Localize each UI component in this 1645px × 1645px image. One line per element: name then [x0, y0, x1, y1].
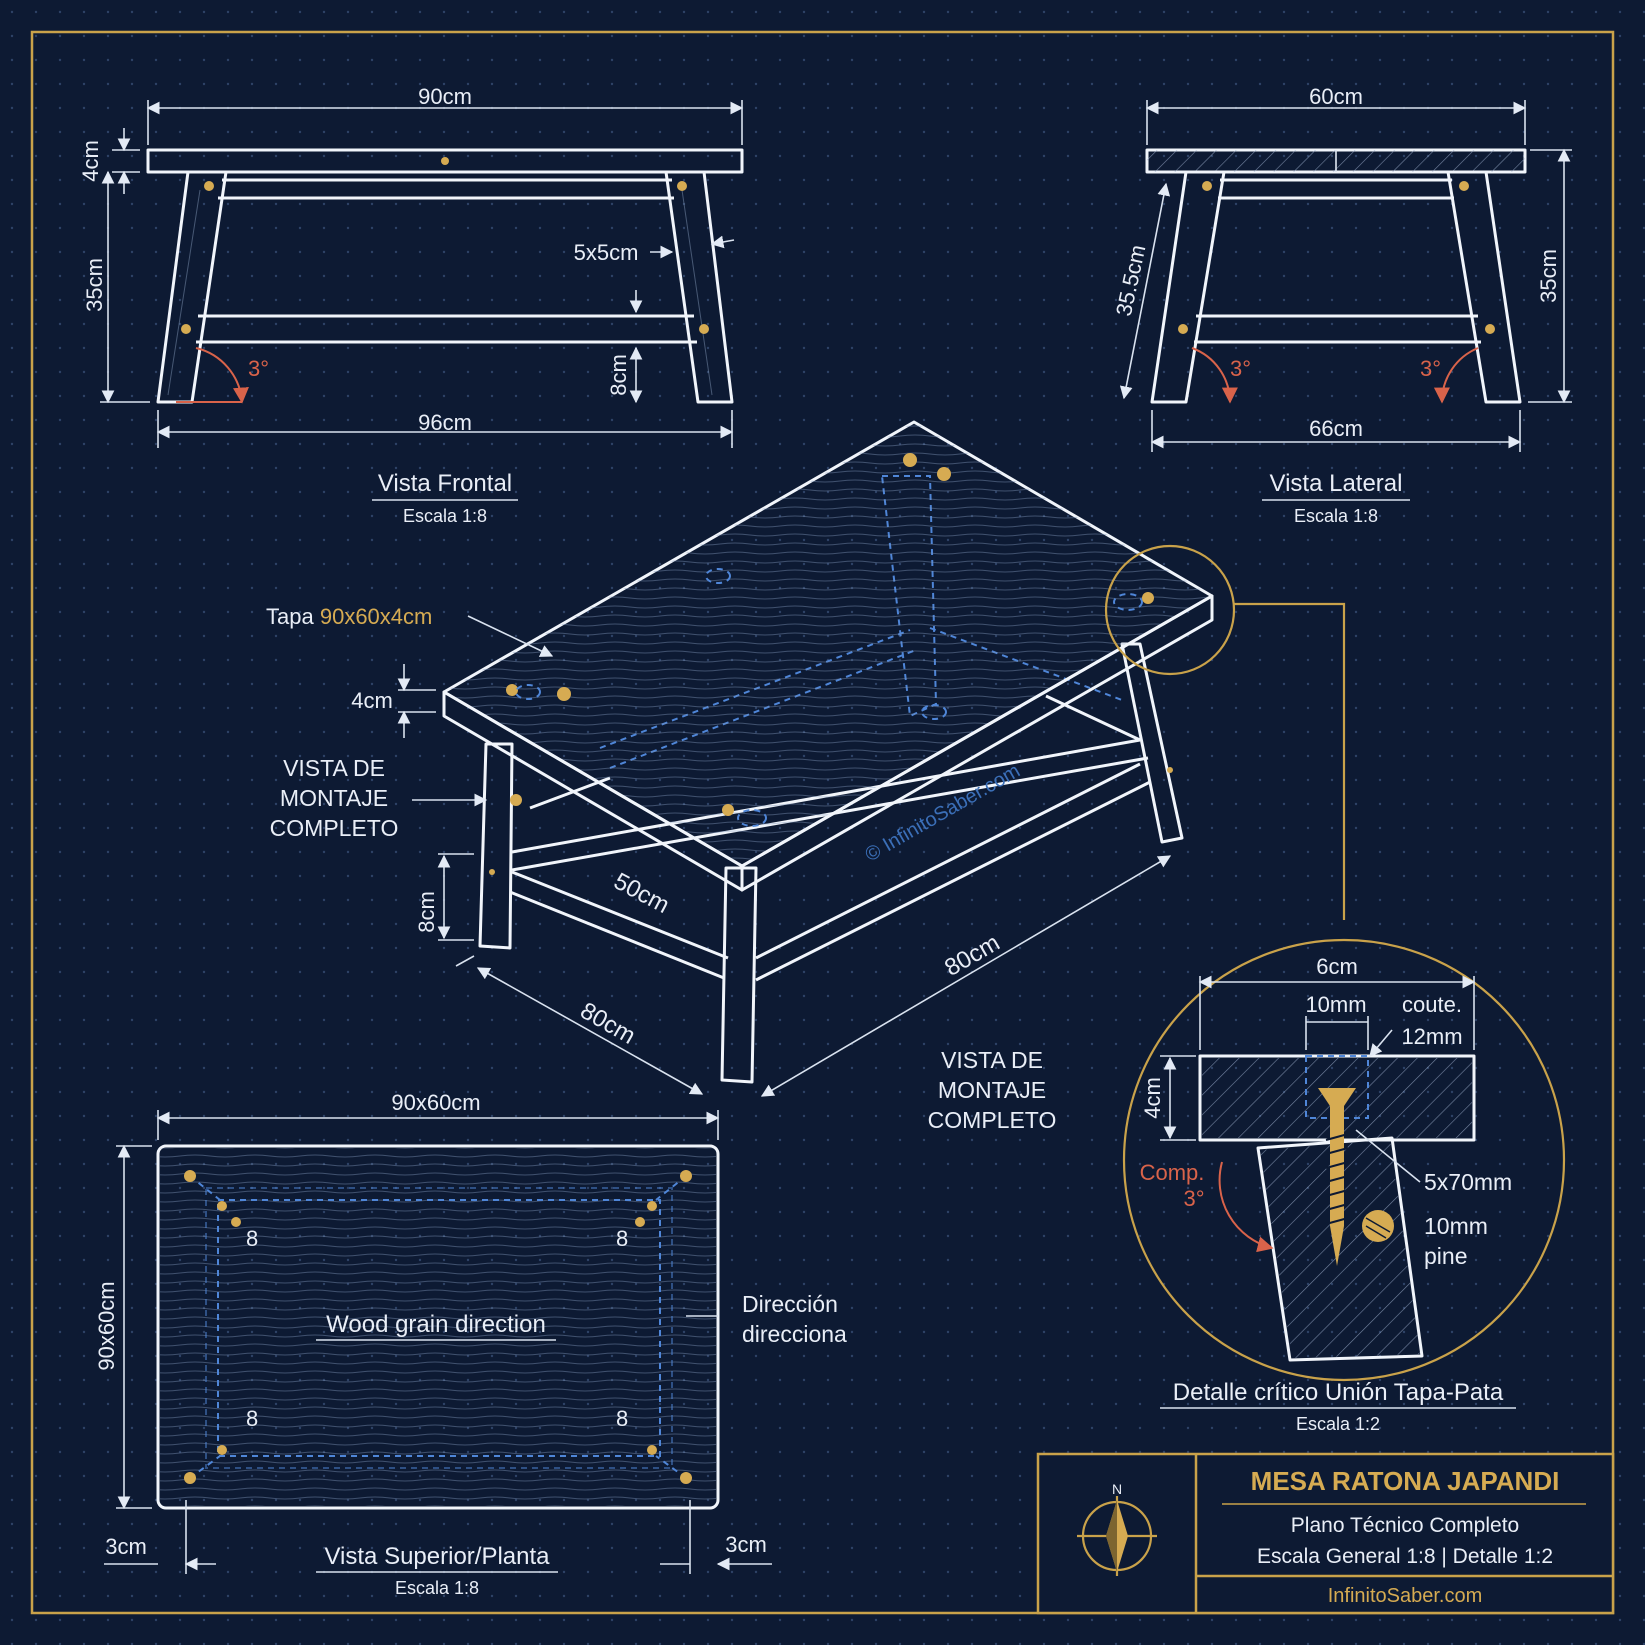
detail-title: Detalle crítico Unión Tapa-Pata [1173, 1379, 1504, 1406]
front-dim-bottom: 96cm [418, 410, 472, 435]
iso-assembly-label-left-1: VISTA DE [283, 755, 385, 781]
plan-dim-margin-left: 3cm [105, 1534, 147, 1559]
detail-dim-counter-1: coute. [1402, 992, 1462, 1017]
detail-screw-label: 5x70mm [1424, 1169, 1512, 1195]
title-block-subtitle: Plano Técnico Completo [1291, 1514, 1519, 1537]
side-view-scale: Escala 1:8 [1294, 506, 1378, 526]
plan-dim-left: 90x60cm [94, 1281, 119, 1370]
compass-icon: N [1077, 1481, 1157, 1576]
title-block-title: MESA RATONA JAPANDI [1251, 1466, 1560, 1496]
side-view-title: Vista Lateral [1270, 470, 1403, 497]
isometric-view: © InfinitoSaber.com Tapa 90x60x4cm 4cm V… [266, 420, 1346, 1133]
side-angle-left: 3° [1230, 356, 1251, 381]
side-dim-height: 35cm [1536, 249, 1561, 303]
detail-comp-label-2: 3° [1183, 1186, 1204, 1211]
front-dim-stretcher: 8cm [606, 354, 631, 396]
detail-dim-thickness: 4cm [1140, 1077, 1165, 1119]
plan-view: 8 8 8 8 Wood grain direction Dirección d… [94, 1090, 847, 1598]
front-dim-leg: 5x5cm [574, 240, 639, 265]
plan-view-title: Vista Superior/Planta [324, 1543, 550, 1570]
iso-dim-thickness: 4cm [351, 688, 393, 713]
front-view-scale: Escala 1:8 [403, 506, 487, 526]
plan-screw-mark-2: 8 [616, 1226, 628, 1251]
front-view-title: Vista Frontal [378, 470, 512, 497]
side-dim-top: 60cm [1309, 84, 1363, 109]
detail-dowel-label-1: 10mm [1424, 1213, 1488, 1239]
plan-view-scale: Escala 1:8 [395, 1578, 479, 1598]
detail-scale: Escala 1:2 [1296, 1414, 1380, 1434]
front-angle: 3° [248, 356, 269, 381]
iso-assembly-label-right-3: COMPLETO [928, 1107, 1057, 1133]
joint-detail: 6cm 10mm coute. 12mm 4cm Comp. 3° 5x70mm… [1122, 938, 1566, 1434]
detail-comp-label-1: Comp. [1140, 1160, 1205, 1185]
front-view: 90cm 96cm 4cm 35cm 5x5cm 8cm 3° Vista Fr… [78, 84, 744, 526]
iso-assembly-label-left-3: COMPLETO [270, 815, 399, 841]
detail-dowel-label-2: pine [1424, 1243, 1467, 1269]
detail-dim-hole: 10mm [1305, 992, 1366, 1017]
plan-screw-mark-1: 8 [246, 1226, 258, 1251]
iso-dim-stretcher: 8cm [414, 891, 439, 933]
title-block-scale: Escala General 1:8 | Detalle 1:2 [1257, 1545, 1553, 1568]
detail-dim-width: 6cm [1316, 954, 1358, 979]
plan-grain-label: Wood grain direction [326, 1311, 546, 1338]
plan-dim-top: 90x60cm [391, 1090, 480, 1115]
plan-direction-label-2: direcciona [742, 1321, 847, 1347]
iso-top-label: Tapa 90x60x4cm [266, 604, 432, 629]
iso-assembly-label-left-2: MONTAJE [280, 785, 388, 811]
title-block: N MESA RATONA JAPANDI Plano Técnico Comp… [1036, 1452, 1615, 1615]
plan-screw-mark-4: 8 [616, 1406, 628, 1431]
border-frame [30, 30, 1615, 1615]
plan-dim-margin-right: 3cm [725, 1532, 767, 1557]
title-block-website: InfinitoSaber.com [1328, 1585, 1483, 1607]
side-angle-right: 3° [1420, 356, 1441, 381]
iso-assembly-label-right-1: VISTA DE [941, 1047, 1043, 1073]
front-dim-height: 35cm [82, 258, 107, 312]
plan-direction-label-1: Dirección [742, 1291, 838, 1317]
north-label: N [1112, 1481, 1122, 1497]
front-dim-top: 90cm [418, 84, 472, 109]
detail-dim-counter-2: 12mm [1401, 1024, 1462, 1049]
side-dim-bottom: 66cm [1309, 416, 1363, 441]
iso-assembly-label-right-2: MONTAJE [938, 1077, 1046, 1103]
front-dim-thickness: 4cm [78, 140, 103, 182]
plan-screw-mark-3: 8 [246, 1406, 258, 1431]
